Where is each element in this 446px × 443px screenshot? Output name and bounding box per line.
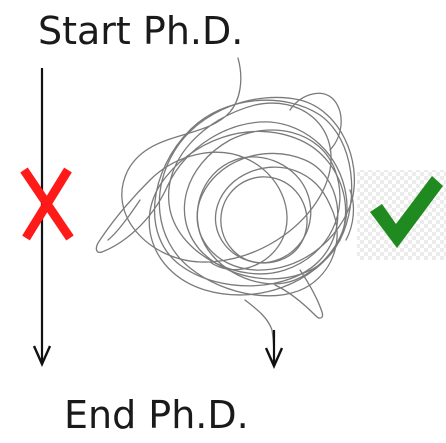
end-phd-label: End Ph.D. [64,393,249,437]
tangled-path-scribble [95,57,356,363]
tangled-path-arrow [264,330,284,369]
start-phd-label: Start Ph.D. [38,9,244,53]
cross-icon [20,167,74,241]
check-icon [370,176,443,248]
